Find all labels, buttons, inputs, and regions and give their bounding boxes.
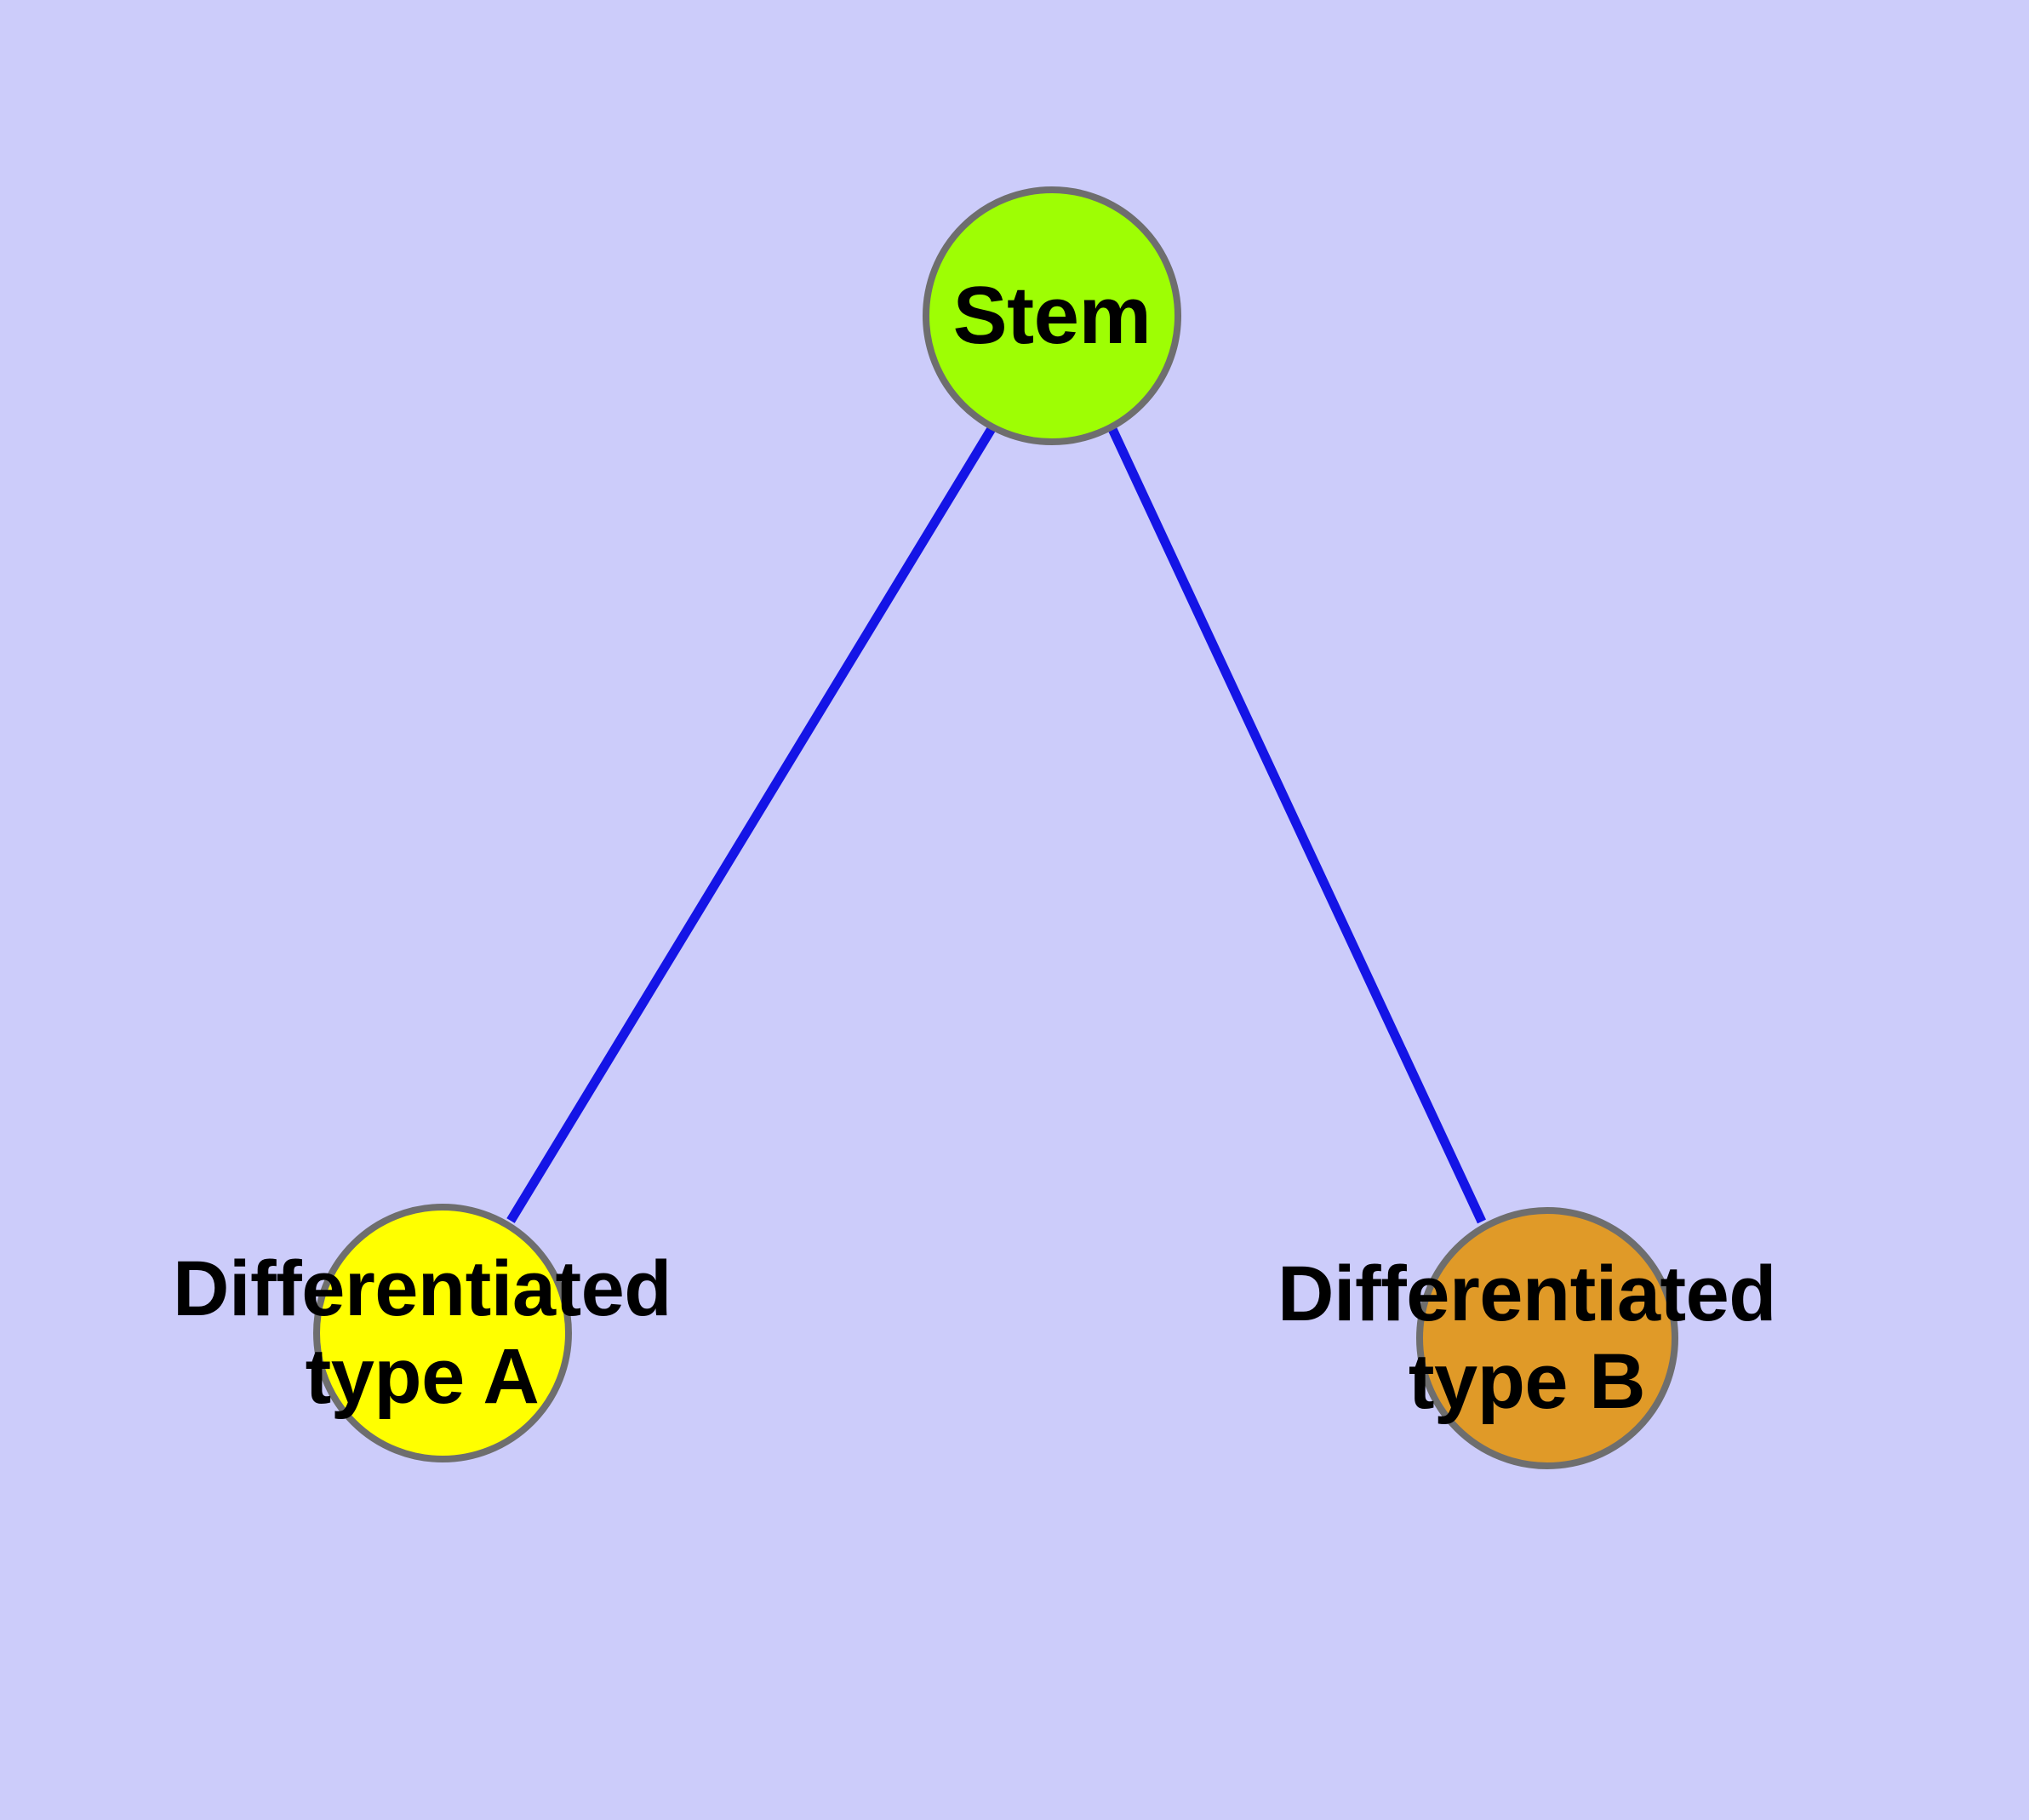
node-diff-type-b[interactable] (1416, 1207, 1678, 1469)
nodes-layer (313, 186, 1678, 1469)
edge-stem-to-type-a (506, 425, 997, 1223)
edge-stem-to-type-b (1108, 426, 1486, 1224)
edges-layer (506, 425, 1486, 1224)
node-diff-type-a[interactable] (313, 1204, 572, 1462)
node-stem[interactable] (923, 186, 1181, 445)
